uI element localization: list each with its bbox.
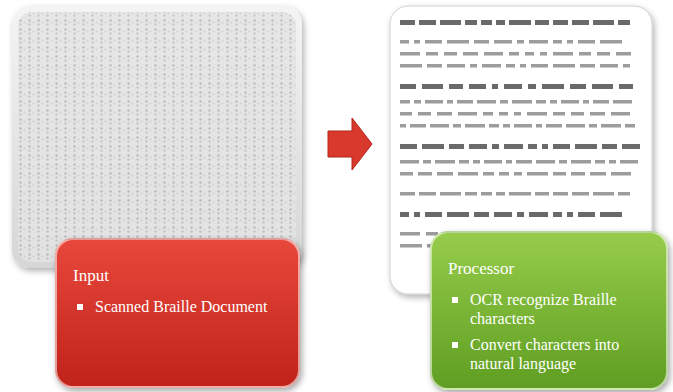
box-heading: Processor (448, 259, 652, 280)
bullet-item: Scanned Braille Document (73, 297, 284, 317)
bullet-item: Convert characters into natural language (448, 335, 652, 374)
braille-sheet (12, 6, 302, 268)
flow-arrow (328, 118, 372, 170)
bullet-item: OCR recognize Braille characters (448, 290, 652, 329)
processor-box: ProcessorOCR recognize Braille character… (430, 231, 668, 390)
box-heading: Input (73, 266, 284, 287)
input-box: InputScanned Braille Document (55, 238, 300, 388)
